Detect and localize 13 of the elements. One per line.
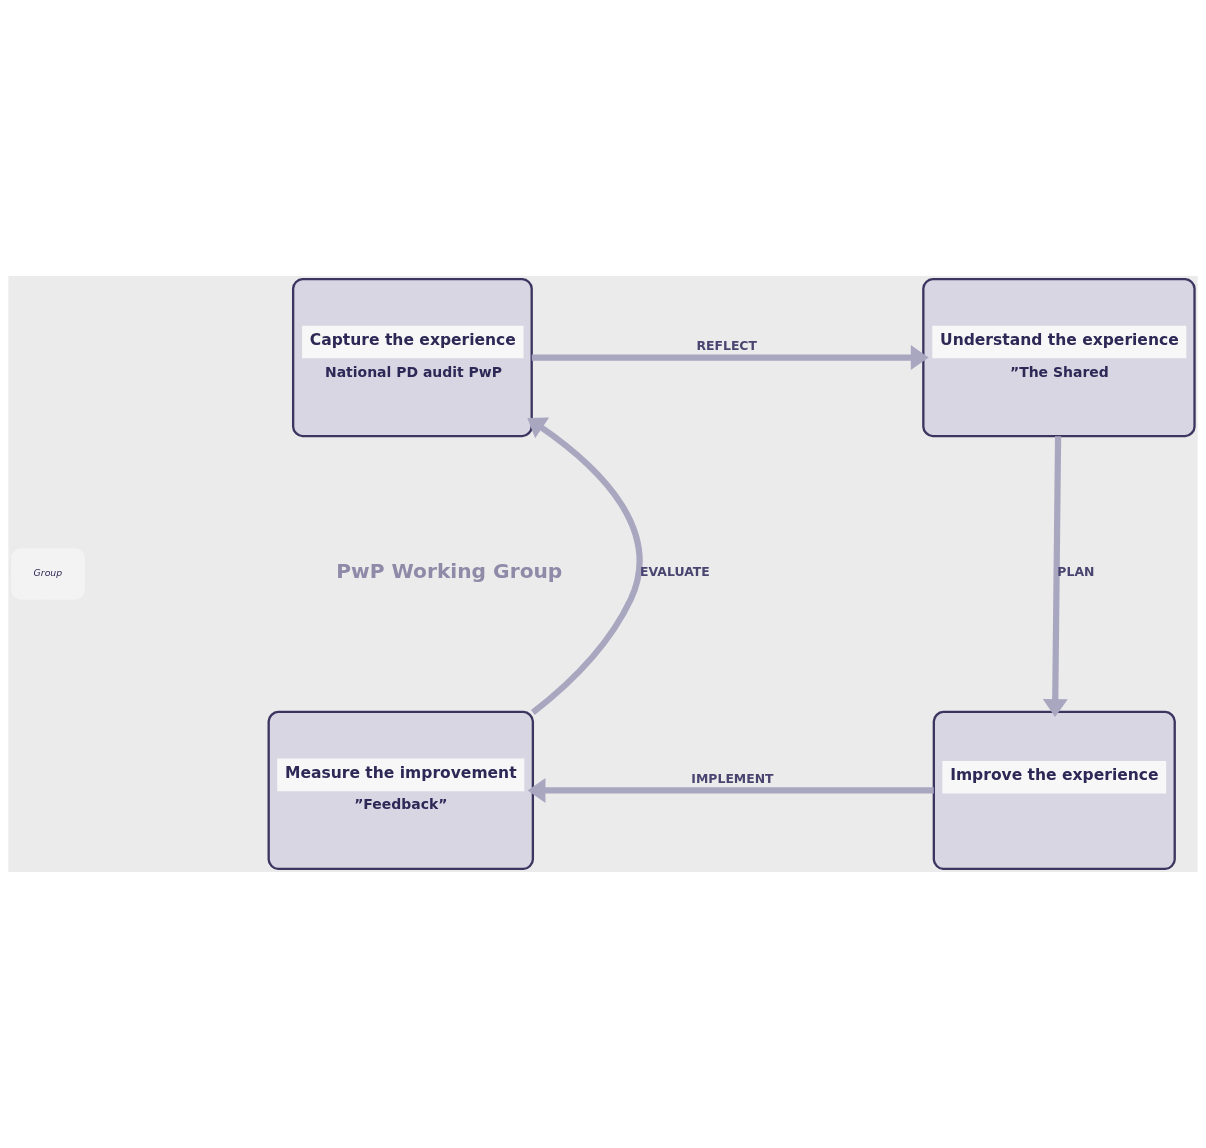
- node-box: Measure the improvement ”Feedback”: [267, 710, 535, 871]
- arrow: [527, 777, 934, 803]
- node-box: Improve the experience: [932, 710, 1176, 871]
- arrow: [531, 345, 929, 371]
- arrow: [1042, 436, 1068, 718]
- edge-label: EVALUATE: [640, 564, 710, 580]
- edge-label: IMPLEMENT: [691, 771, 774, 787]
- node-box: Capture the experience National PD audit PwP: [292, 277, 533, 438]
- edge-label: PLAN: [1057, 564, 1095, 580]
- node-box: Understand the experience ”The Shared: [922, 277, 1196, 438]
- arrow: [527, 417, 643, 715]
- label: PwP Working Group: [336, 559, 563, 584]
- edge-label: REFLECT: [696, 338, 757, 354]
